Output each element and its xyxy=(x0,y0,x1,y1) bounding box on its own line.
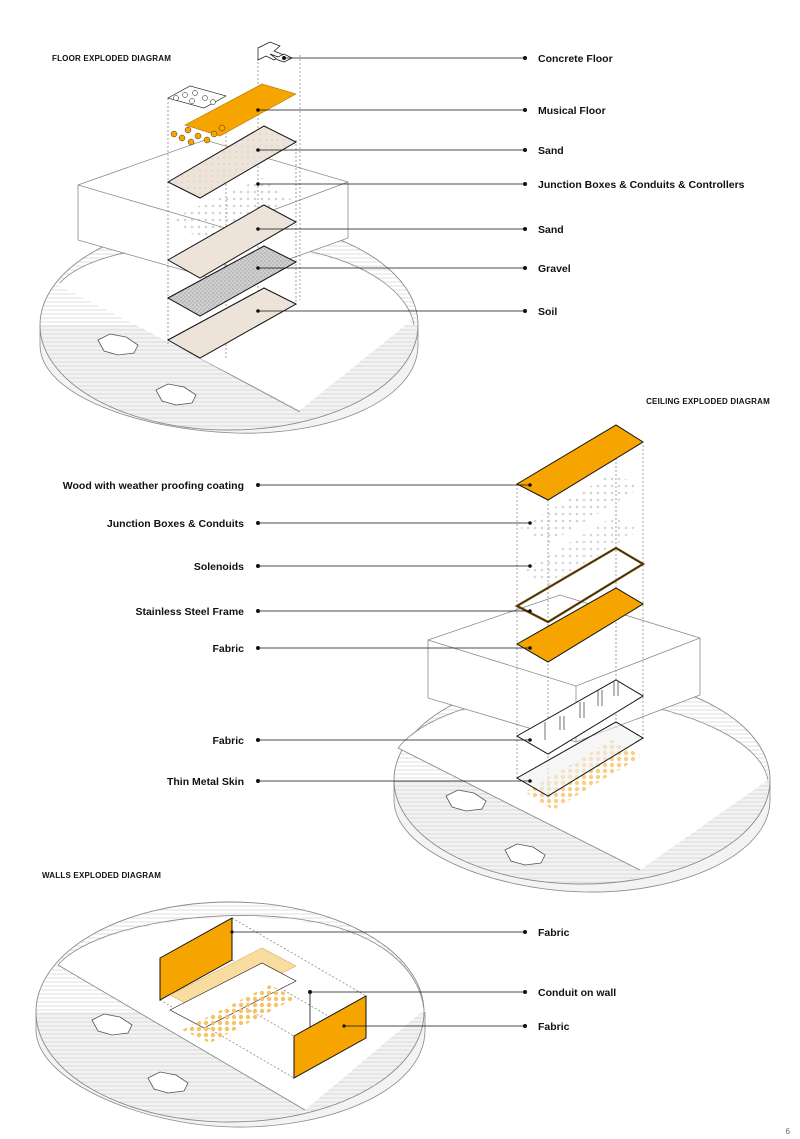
floor-label: Sand xyxy=(538,224,564,236)
car-icon xyxy=(504,843,546,866)
floor-leader-dots xyxy=(523,56,527,313)
car-icon xyxy=(155,383,197,406)
page-number: 6 xyxy=(786,1127,791,1136)
wall-honeycomb xyxy=(182,985,296,1043)
floor-diagram: FLOOR EXPLODED DIAGRAM Concrete Floor Mu… xyxy=(39,41,745,434)
walls-label: Conduit on wall xyxy=(538,987,616,999)
walls-label: Fabric xyxy=(538,927,570,939)
ceiling-diagram-title: CEILING EXPLODED DIAGRAM xyxy=(646,397,770,406)
concrete-floor-layer xyxy=(257,41,293,63)
ceiling-label: Fabric xyxy=(212,643,244,655)
musical-floor-layer xyxy=(167,83,297,146)
car-icon xyxy=(147,1071,189,1094)
floor-label: Soil xyxy=(538,306,557,318)
floor-diagram-title: FLOOR EXPLODED DIAGRAM xyxy=(52,54,171,63)
floor-label: Gravel xyxy=(538,263,571,275)
floor-site-disc xyxy=(39,219,419,434)
walls-leader-lines xyxy=(232,931,525,1027)
walls-labels: Fabric Conduit on wall Fabric xyxy=(538,927,616,1033)
ceiling-label: Fabric xyxy=(212,735,244,747)
ceiling-building-block xyxy=(427,594,701,743)
ceiling-leader-dots xyxy=(256,483,260,783)
stainless-steel-frame-layer xyxy=(514,546,646,624)
fabric-layer-2 xyxy=(515,679,644,755)
floor-leader-lines xyxy=(258,57,525,312)
ceiling-leader-lines xyxy=(258,484,530,782)
floor-label: Musical Floor xyxy=(538,105,606,117)
ceiling-label: Junction Boxes & Conduits xyxy=(107,518,244,530)
ceiling-label: Stainless Steel Frame xyxy=(135,606,244,618)
floor-label: Concrete Floor xyxy=(538,53,613,65)
wall-fabric-panel-2 xyxy=(293,995,367,1079)
ceiling-label: Wood with weather proofing coating xyxy=(63,480,244,492)
walls-label: Fabric xyxy=(538,1021,570,1033)
wood-layer xyxy=(515,424,644,501)
ceiling-label: Thin Metal Skin xyxy=(167,776,244,788)
thin-metal-skin-layer xyxy=(515,721,644,810)
walls-diagram-title: WALLS EXPLODED DIAGRAM xyxy=(42,871,161,880)
gravel-layer xyxy=(166,245,298,317)
wall-fabric-panel-1 xyxy=(159,917,234,1001)
car-icon xyxy=(97,333,139,356)
wall-light-fabric xyxy=(169,947,297,1029)
floor-labels: Concrete Floor Musical Floor Sand Juncti… xyxy=(538,53,745,318)
car-icon xyxy=(91,1013,133,1036)
ceiling-labels: Wood with weather proofing coating Junct… xyxy=(63,480,244,788)
car-icon xyxy=(445,789,487,812)
floor-label: Sand xyxy=(538,145,564,157)
ceiling-diagram: CEILING EXPLODED DIAGRAM Wood with weath… xyxy=(63,397,771,893)
floor-label: Junction Boxes & Conduits & Controllers xyxy=(538,179,745,191)
walls-diagram: WALLS EXPLODED DIAGRAM Fabric Conduit on… xyxy=(35,871,616,1128)
ceiling-label: Solenoids xyxy=(194,561,244,573)
walls-leader-dots xyxy=(523,930,527,1028)
